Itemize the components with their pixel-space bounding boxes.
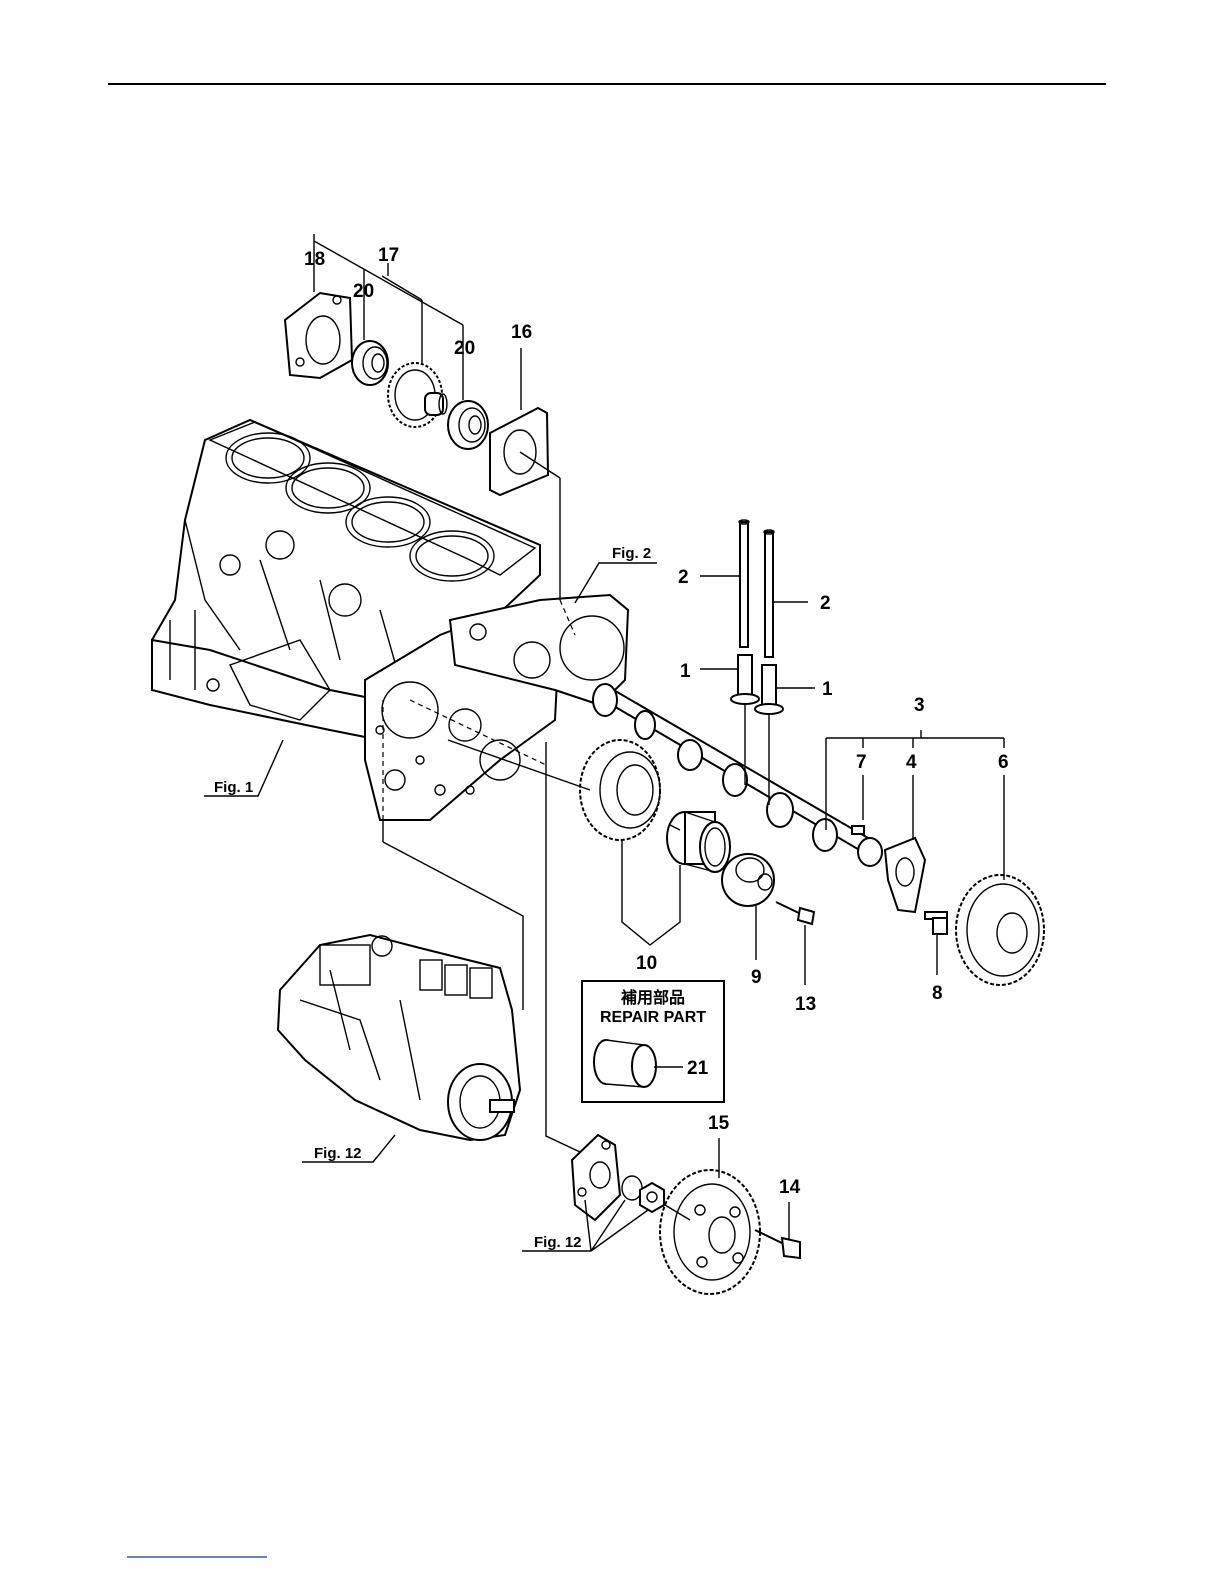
tappet-1-right [755, 665, 783, 714]
bolt-14 [755, 1230, 800, 1258]
drive-gear-10 [580, 740, 660, 840]
label-6: 6 [998, 752, 1009, 773]
bushing-21 [594, 1040, 656, 1087]
label-20-right: 20 [454, 338, 475, 359]
idle-gear-17 [388, 363, 447, 427]
push-rod-2-left [739, 520, 749, 647]
push-rod-2-right [764, 530, 774, 657]
label-15: 15 [708, 1113, 730, 1134]
fig-ref-1: Fig. 1 [214, 779, 253, 796]
label-10: 10 [636, 953, 657, 974]
label-18: 18 [304, 249, 325, 270]
nut [640, 1183, 664, 1212]
label-1-left: 1 [680, 661, 691, 682]
ball-bearing-20-right [448, 401, 488, 449]
fuel-injection-pump [278, 935, 520, 1140]
label-8: 8 [932, 983, 943, 1004]
label-20-left: 20 [353, 281, 374, 302]
fig-ref-12-lower: Fig. 12 [534, 1234, 582, 1251]
bushing-10 [667, 812, 730, 872]
label-14: 14 [779, 1177, 801, 1198]
bearing-housing-18 [285, 293, 352, 378]
label-3: 3 [914, 695, 925, 716]
pump-drive-flange [572, 1135, 620, 1220]
label-13: 13 [795, 994, 816, 1015]
tappet-1-left [731, 655, 759, 704]
gasket-16 [490, 408, 548, 495]
label-21: 21 [687, 1058, 709, 1079]
label-17: 17 [378, 245, 399, 266]
ball-bearing-20-left [352, 341, 388, 385]
repair-part-title-en: REPAIR PART [600, 1009, 706, 1026]
fig-ref-12-upper: Fig. 12 [314, 1145, 362, 1162]
bolt-13 [776, 902, 814, 924]
thrust-plate-4 [885, 838, 925, 912]
label-16: 16 [511, 322, 532, 343]
hub-9 [722, 854, 774, 906]
label-2-right: 2 [820, 593, 831, 614]
pump-gear-15 [660, 1170, 760, 1294]
cam-gear-6 [956, 875, 1044, 985]
label-1-right: 1 [822, 679, 833, 700]
label-2-left: 2 [678, 567, 689, 588]
label-4: 4 [906, 752, 917, 773]
bolt-8 [925, 912, 947, 934]
label-9: 9 [751, 967, 762, 988]
label-7: 7 [856, 752, 867, 773]
fig-ref-2: Fig. 2 [612, 545, 651, 562]
repair-part-title-jp: 補用部品 [620, 988, 685, 1007]
